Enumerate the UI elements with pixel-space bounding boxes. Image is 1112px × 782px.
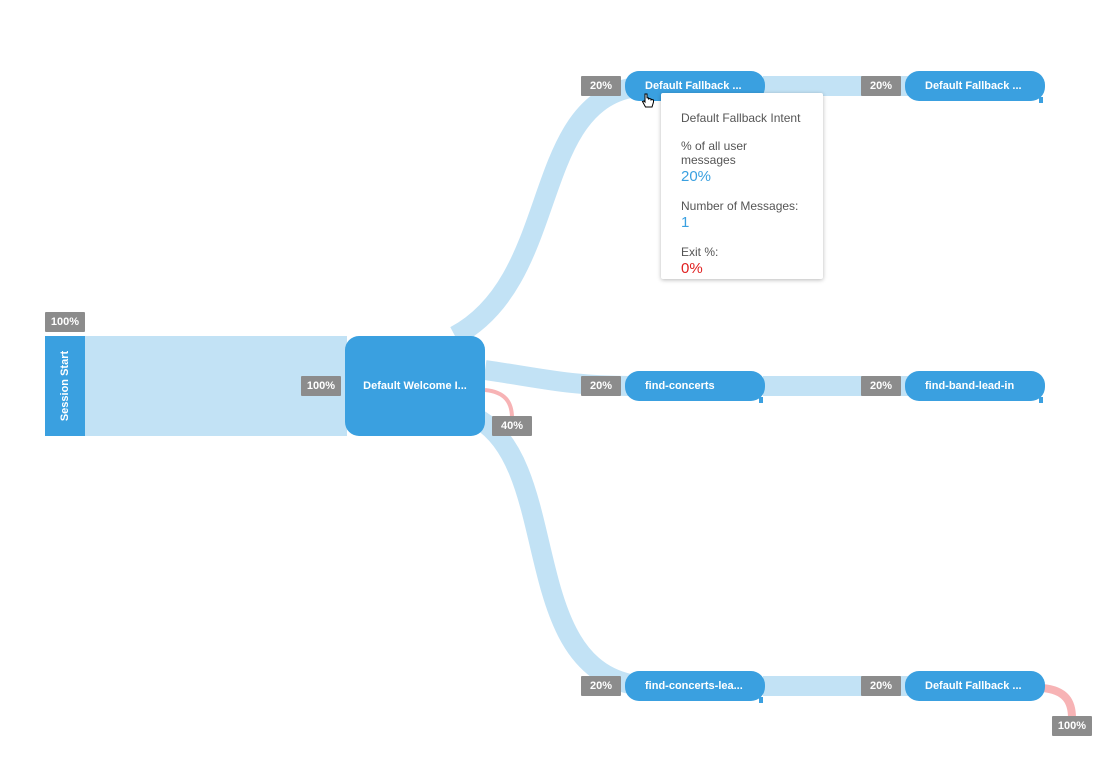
link-welcome-to-fallback	[450, 78, 633, 345]
tooltip-pct-label: % of all user messages	[681, 139, 748, 167]
find-concerts-lead-badge: 20%	[581, 676, 621, 696]
welcome-label: Default Welcome I...	[363, 380, 467, 392]
fallback-2-badge: 20%	[861, 76, 901, 96]
find-concerts-label: find-concerts	[645, 380, 715, 392]
welcome-exit-badge: 40%	[492, 416, 532, 436]
fallback-3-label: Default Fallback ...	[925, 680, 1022, 692]
tooltip-pct-value: 20%	[681, 168, 712, 185]
find-concerts-lead-node[interactable]: find-concerts-lea...	[625, 671, 765, 701]
tooltip-title: Default Fallback Intent	[681, 111, 801, 125]
exit-link-fallback	[1041, 684, 1076, 719]
tooltip-exit-value: 0%	[681, 260, 703, 277]
find-concerts-lead-tail	[759, 697, 763, 703]
find-concerts-tail	[759, 397, 763, 403]
band-lead-in-tail	[1039, 397, 1043, 403]
welcome-badge: 100%	[301, 376, 341, 396]
session-start-badge: 100%	[45, 312, 85, 332]
tooltip-count-label: Number of Messages:	[681, 199, 799, 213]
welcome-node[interactable]: Default Welcome I...	[345, 336, 485, 436]
fallback-2-tail	[1039, 97, 1043, 103]
find-concerts-badge: 20%	[581, 376, 621, 396]
band-lead-in-node[interactable]: find-band-lead-in	[905, 371, 1045, 401]
tooltip-count-value: 1	[681, 214, 690, 231]
fallback-2-label: Default Fallback ...	[925, 80, 1022, 92]
session-start-node[interactable]: Session Start	[45, 336, 85, 436]
exit-link-welcome	[484, 388, 514, 419]
tooltip-exit-label: Exit %:	[681, 245, 719, 259]
band-lead-in-badge: 20%	[861, 376, 901, 396]
fallback-3-exit-badge: 100%	[1052, 716, 1092, 736]
hand-cursor-icon	[641, 93, 654, 108]
node-tooltip: Default Fallback Intent % of all user me…	[661, 93, 823, 279]
fallback-1-label: Default Fallback ...	[645, 80, 742, 92]
session-start-label: Session Start	[59, 350, 71, 422]
fallback-2-node[interactable]: Default Fallback ...	[905, 71, 1045, 101]
fallback-3-node[interactable]: Default Fallback ...	[905, 671, 1045, 701]
link-welcome-to-find-concerts-lead	[474, 411, 633, 694]
band-lead-in-label: find-band-lead-in	[925, 380, 1015, 392]
fallback-3-badge: 20%	[861, 676, 901, 696]
find-concerts-node[interactable]: find-concerts	[625, 371, 765, 401]
fallback-1-badge: 20%	[581, 76, 621, 96]
find-concerts-lead-label: find-concerts-lea...	[645, 680, 743, 692]
